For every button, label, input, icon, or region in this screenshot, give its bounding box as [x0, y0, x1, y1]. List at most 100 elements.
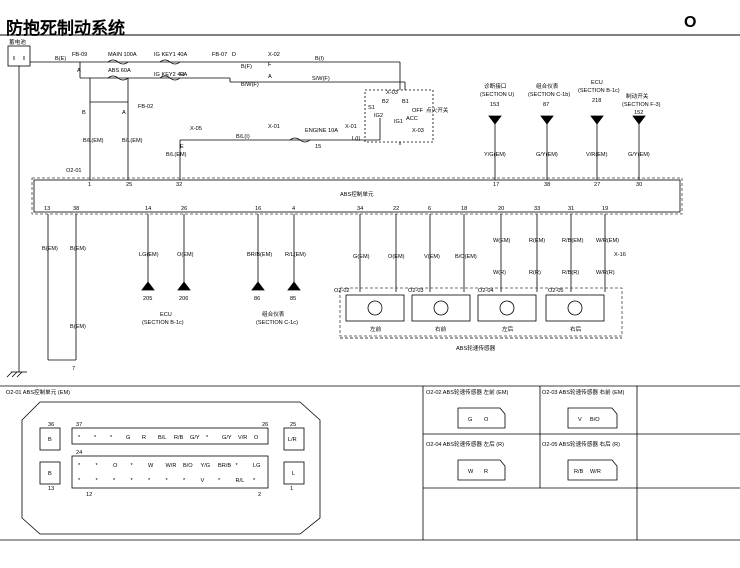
ref-name: ECU — [591, 80, 603, 86]
pin: 12 — [86, 492, 92, 498]
fuse-fb07: FB-07 — [212, 52, 227, 58]
node-a: A — [77, 68, 81, 74]
ref-section: (SECTION U) — [480, 92, 514, 98]
connector-pin-label: * — [236, 463, 239, 469]
connector-small-title: O2-04 ABS轮速传感器 左后 (R) — [426, 440, 504, 448]
connector-pin-label: * — [78, 478, 81, 484]
ecu-ref-section: (SECTION B-1c) — [142, 320, 184, 326]
wire-label: R(EM) — [529, 238, 545, 244]
connector-pin-label: * — [218, 478, 221, 484]
connector-pin-label: * — [166, 478, 169, 484]
fuse-engine-num: 15 — [315, 144, 321, 150]
connector-pin-label: R — [142, 435, 146, 441]
sensor-conn: O2-02 — [334, 288, 350, 294]
connector-pin-label: Y/G — [201, 463, 211, 469]
pin: 6 — [428, 206, 431, 212]
pin: 25 — [126, 182, 132, 188]
connector-pin-label: W — [148, 463, 154, 469]
pin: 38 — [73, 206, 79, 212]
connector-pin-label: * — [78, 435, 81, 441]
ref-name: 组合仪表 — [536, 82, 559, 90]
cluster-ref-section: (SECTION C-1c) — [256, 320, 298, 326]
connector-small-title: O2-03 ABS轮速传感器 右前 (EM) — [542, 388, 625, 396]
page-title: 防抱死制动系统 — [6, 19, 125, 39]
node-b: B — [82, 110, 86, 116]
connector-pin-label: BR/B — [218, 463, 231, 469]
pin: 26 — [181, 206, 187, 212]
ref-num: 218 — [592, 98, 601, 104]
wire-label: W/R(EM) — [596, 238, 619, 244]
cluster-ref-name: 组合仪表 — [262, 310, 285, 318]
ref-num: 87 — [543, 102, 549, 108]
pin: 18 — [461, 206, 467, 212]
connector-pin-label: * — [148, 478, 151, 484]
ref-num: 205 — [143, 296, 152, 302]
connector-pin-label: B/O — [183, 463, 193, 469]
pin-large: L — [292, 471, 295, 477]
connector-pin-label: G/Y — [190, 435, 200, 441]
ref-section: (SECTION B-1c) — [578, 88, 620, 94]
pin: 2 — [258, 492, 261, 498]
switch-ig1: IG1 — [394, 119, 403, 125]
node-e: E — [180, 144, 184, 150]
pin: W/R — [590, 469, 601, 475]
connector-pin-label: * — [110, 435, 113, 441]
wire-label: R/L(EM) — [285, 252, 306, 258]
fuse-igkey1: IG KEY1 40A — [154, 52, 188, 58]
connector-small-title: O2-05 ABS轮速传感器 右后 (R) — [542, 440, 620, 448]
pin: 20 — [498, 206, 504, 212]
wire-label: B/L(EM) — [166, 152, 187, 158]
conn-x01: X-01 — [268, 124, 280, 130]
pin: B/O — [590, 417, 600, 423]
conn-x03: X-03 — [386, 90, 398, 96]
switch-b1: B1 — [402, 99, 409, 105]
fuse-main: MAIN 100A — [108, 52, 137, 58]
wire-label: B(I) — [315, 56, 324, 62]
pin: 32 — [176, 182, 182, 188]
pin-a: A — [268, 74, 272, 80]
conn-x01: X-01 — [345, 124, 357, 130]
pin: 1 — [290, 486, 293, 492]
connector-pin-label: V/R — [238, 435, 247, 441]
pin: 14 — [145, 206, 151, 212]
conn-x03: X-03 — [412, 128, 424, 134]
switch-off: OFF — [412, 108, 424, 114]
switch-b2: B2 — [382, 99, 389, 105]
wire-label: LG(EM) — [139, 252, 159, 258]
wire-label: G/Y(EM) — [536, 152, 558, 158]
connector-pin-label: * — [96, 463, 99, 469]
wire-label: O(EM) — [388, 254, 405, 260]
connector-pin-label: * — [253, 478, 256, 484]
sensor-conn: O2-04 — [478, 288, 494, 294]
ref-num: 85 — [290, 296, 296, 302]
pin: 38 — [544, 182, 550, 188]
connector-pin-label: LG — [253, 463, 260, 469]
pin: 26 — [262, 422, 268, 428]
pin: W — [468, 469, 474, 475]
connector-pin-label: B/L — [158, 435, 166, 441]
wire-label: W(R) — [493, 270, 506, 276]
pin: 13 — [44, 206, 50, 212]
wire-label: G(EM) — [353, 254, 370, 260]
switch-acc: ACC — [406, 116, 418, 122]
ref-num: 153 — [490, 102, 499, 108]
ignition-label: 点火开关 — [426, 106, 449, 114]
pin: 4 — [292, 206, 295, 212]
wire-label: BR/B(EM) — [247, 252, 272, 258]
wire-label: B(EM) — [70, 246, 86, 252]
wire-label: B/L(I) — [236, 134, 250, 140]
wire-label: B(EM) — [42, 246, 58, 252]
switch-ig2: IG2 — [374, 113, 383, 119]
pin: 19 — [602, 206, 608, 212]
connector-pin-label: O — [254, 435, 259, 441]
wire-label: B(F) — [241, 64, 252, 70]
pin: 30 — [636, 182, 642, 188]
pin: 36 — [48, 422, 54, 428]
connector-pin-label: G — [126, 435, 130, 441]
pin: 37 — [76, 422, 82, 428]
wire-label: B/O(EM) — [455, 254, 477, 260]
ref-section: (SECTION F-3) — [622, 102, 661, 108]
connector-main-title: O2-01 ABS控制单元 (EM) — [6, 388, 70, 396]
wire-label: B/W(F) — [241, 82, 259, 88]
fuse-igkey2: IG KEY2 40A — [154, 72, 188, 78]
